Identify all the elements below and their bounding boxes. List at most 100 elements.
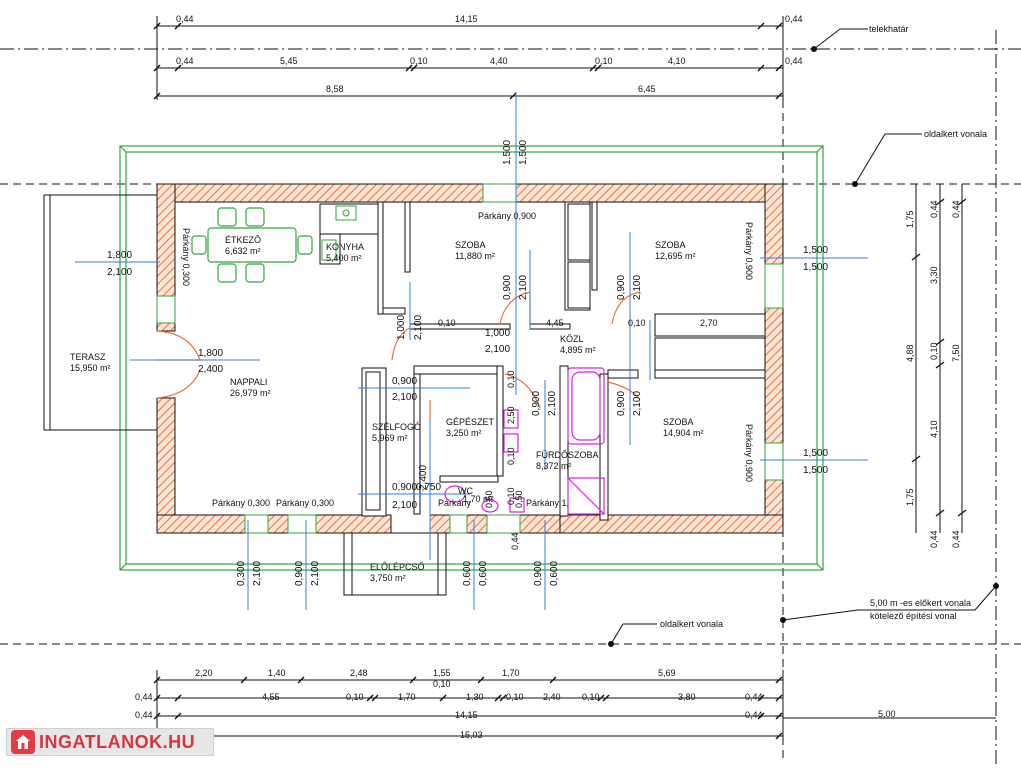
parapet-label: Párkány 0,300 bbox=[181, 228, 191, 286]
dim-label: 1,70 bbox=[398, 692, 416, 702]
room-name-gepeszet: GÉPÉSZET bbox=[446, 417, 495, 427]
opening-label: 2,100 bbox=[392, 392, 417, 403]
parapet-labels: Párkány 0,900 Párkány 0,300 Párkány 0,90… bbox=[181, 211, 754, 508]
dim-label: 14,15 bbox=[455, 710, 478, 720]
room-area-kozl: 4,895 m² bbox=[560, 345, 596, 355]
parapet-label: Párkány 0,900 bbox=[478, 211, 536, 221]
dim-label: 0,44 bbox=[176, 56, 194, 66]
dim-label: 15,03 bbox=[460, 730, 483, 740]
dim-label: 0,44 bbox=[745, 710, 763, 720]
dim-label: 1,70 bbox=[502, 668, 520, 678]
room-area-gepeszet: 3,250 m² bbox=[446, 428, 482, 438]
opening-label: 1,500 bbox=[803, 448, 828, 459]
room-area-furdoszoba: 8,372 m² bbox=[536, 461, 572, 471]
kitchen-counter bbox=[319, 203, 379, 265]
room-name-konyha: KONYHA bbox=[326, 242, 364, 252]
dim-label: 14,15 bbox=[455, 14, 478, 24]
dim-label: 3,30 bbox=[929, 266, 939, 284]
property-boundary: telekhatár bbox=[0, 24, 1021, 768]
dim-label: 0,44 bbox=[135, 692, 153, 702]
oldalkert-bottom-label: oldalkert vonala bbox=[660, 619, 723, 629]
opening-label: 4,45 bbox=[546, 318, 564, 328]
opening-label: 1,000 bbox=[396, 315, 407, 340]
opening-label: 0,900 bbox=[616, 275, 627, 300]
dim-label: 4,55 bbox=[262, 692, 280, 702]
front-steps bbox=[343, 532, 447, 596]
walls bbox=[156, 183, 784, 534]
dim-label: 0,44 bbox=[951, 200, 961, 218]
dim-label: 0,10 bbox=[929, 342, 939, 360]
room-area-nappali: 26,979 m² bbox=[230, 388, 271, 398]
opening-label: 0,900 bbox=[392, 376, 417, 387]
opening-labels: 1,500 1,500 1,800 2,100 1,800 2,400 1,50… bbox=[107, 140, 828, 586]
opening-label: 0,600 bbox=[462, 561, 473, 586]
dim-label: 0,10 bbox=[346, 692, 364, 702]
parapet-label: Párkány 0,900 bbox=[744, 424, 754, 482]
opening-guides bbox=[75, 92, 868, 610]
dim-label: 1,75 bbox=[905, 488, 915, 506]
dim-label: 0,10 bbox=[506, 692, 524, 702]
opening-label: 0,44 bbox=[510, 532, 520, 550]
dining-table bbox=[191, 207, 313, 283]
opening-label: 2,100 bbox=[413, 315, 424, 340]
dim-label: 1,75 bbox=[905, 210, 915, 228]
opening-label: 0,50 bbox=[514, 490, 524, 508]
dim-label: 0,10 bbox=[582, 692, 600, 702]
room-area-szoba1: 11,880 m² bbox=[455, 251, 495, 261]
dim-label: 1,55 bbox=[433, 668, 451, 678]
opening-label: 2,100 bbox=[392, 500, 417, 511]
opening-label: 0,900 bbox=[616, 391, 627, 416]
dim-label: 0,44 bbox=[929, 200, 939, 218]
dim-label: 4,40 bbox=[490, 56, 508, 66]
opening-label: 2,100 bbox=[518, 275, 529, 300]
opening-label: 1,800 bbox=[107, 250, 132, 261]
elokert-label-2: kötelező építési vonal bbox=[870, 611, 957, 621]
dim-label: 6,45 bbox=[638, 84, 656, 94]
room-area-terasz: 15,950 m² bbox=[70, 363, 111, 373]
dim-label: 0,44 bbox=[929, 530, 939, 548]
opening-label: 1,500 bbox=[803, 245, 828, 256]
dim-label: 2,40 bbox=[543, 692, 561, 702]
dim-label: 4,88 bbox=[905, 344, 915, 362]
dim-label: 1,30 bbox=[466, 692, 484, 702]
opening-label: 2,100 bbox=[632, 391, 643, 416]
room-name-etkezo: ÉTKEZŐ bbox=[225, 235, 261, 245]
built-in-furniture bbox=[365, 203, 591, 511]
dim-label: 4,10 bbox=[929, 420, 939, 438]
site-logo[interactable]: INGATLANOK.HU bbox=[6, 728, 214, 756]
dim-label: 4,10 bbox=[668, 56, 686, 66]
parapet-label: Párkány bbox=[438, 498, 472, 508]
room-area-szelfogo: 5,969 m² bbox=[372, 433, 408, 443]
room-name-szoba1: SZOBA bbox=[455, 240, 486, 250]
opening-label: 2,400 bbox=[198, 364, 223, 375]
room-labels: ÉTKEZŐ 6,632 m² KONYHA 5,400 m² SZOBA 11… bbox=[70, 235, 704, 583]
opening-label: 2,100 bbox=[485, 344, 510, 355]
dim-label: 0,44 bbox=[135, 710, 153, 720]
opening-label: 2,100 bbox=[107, 267, 132, 278]
dim-label: 0,44 bbox=[745, 692, 763, 702]
opening-label: 0,10 bbox=[506, 447, 516, 465]
room-name-wc: WC bbox=[458, 486, 473, 496]
room-name-szoba3: SZOBA bbox=[663, 417, 694, 427]
opening-label: 2,100 bbox=[252, 561, 263, 586]
top-dimension-labels: 0,44 14,15 0,44 0,44 5,45 0,10 4,40 0,10… bbox=[176, 14, 803, 94]
door-swings bbox=[156, 291, 641, 420]
dim-label: 5,00 bbox=[878, 709, 896, 719]
room-area-wc: 1,70 m² bbox=[463, 494, 494, 504]
opening-label: 2,400 bbox=[418, 465, 429, 490]
dim-label: 0,44 bbox=[951, 530, 961, 548]
opening-label: 0,600 bbox=[549, 561, 560, 586]
telekhatar-label: telekhatár bbox=[869, 24, 909, 34]
opening-label: 1,000 bbox=[485, 328, 510, 339]
opening-label: 0,900 bbox=[531, 391, 542, 416]
bottom-dimension-labels: 2,20 1,40 2,48 1,55 1,70 5,69 0,10 0,44 … bbox=[135, 668, 896, 740]
opening-label: 0,900 bbox=[502, 275, 513, 300]
opening-label: 1,800 bbox=[198, 348, 223, 359]
opening-label: 2,100 bbox=[310, 561, 321, 586]
dim-label: 5,45 bbox=[280, 56, 298, 66]
opening-label: 1,500 bbox=[803, 262, 828, 273]
parapet-label: Párkány 0,300 bbox=[212, 498, 270, 508]
dim-label: 0,10 bbox=[433, 679, 451, 689]
opening-label: 0,10 bbox=[438, 318, 456, 328]
